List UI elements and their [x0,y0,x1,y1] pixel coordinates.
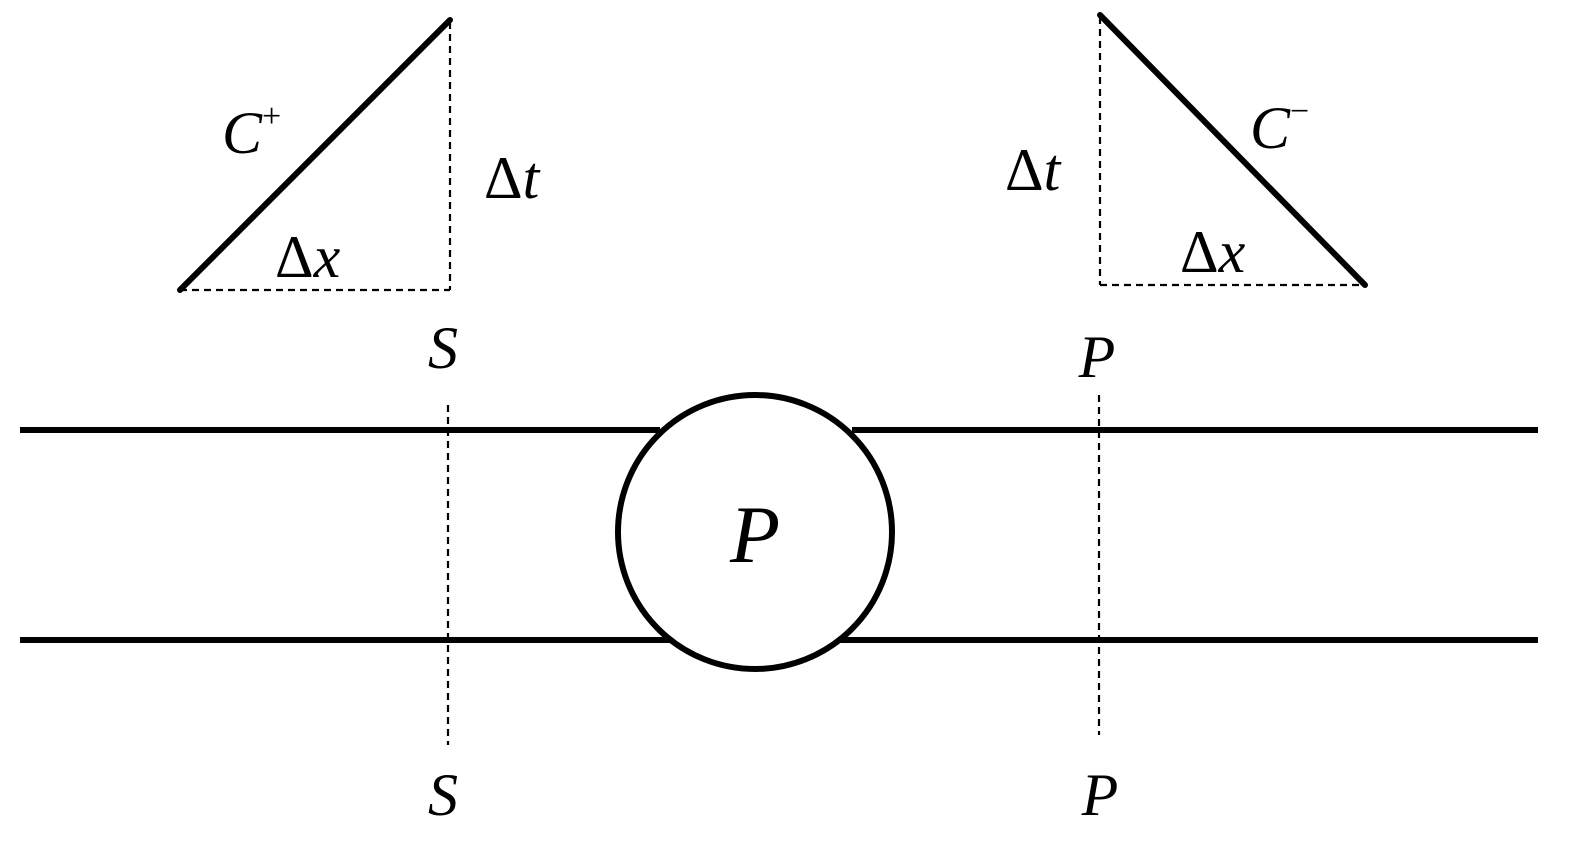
pump-circle [615,392,895,672]
c-plus-dt-label: Δt [484,145,541,211]
pump-label: P [729,489,780,580]
c-minus-characteristic-line [1097,12,1368,288]
c-plus-label: C+ [222,98,281,166]
section-s-top-label: S [428,315,458,381]
c-plus-triangle: C+ Δt Δx [177,17,541,293]
pipe [20,427,1538,643]
section-p: P P [1078,324,1119,828]
section-s-bottom-label: S [428,762,458,828]
section-s: S S [428,315,458,828]
c-minus-dx-label: Δx [1180,219,1246,285]
c-minus-label: C− [1250,93,1309,161]
section-p-bottom-label: P [1081,762,1119,828]
c-plus-characteristic-line [177,17,453,293]
c-plus-dx-label: Δx [275,224,341,290]
section-p-top-label: P [1078,324,1116,390]
c-minus-triangle: C− Δt Δx [1005,12,1368,288]
pump: P [615,392,895,672]
c-minus-dt-label: Δt [1005,137,1062,203]
